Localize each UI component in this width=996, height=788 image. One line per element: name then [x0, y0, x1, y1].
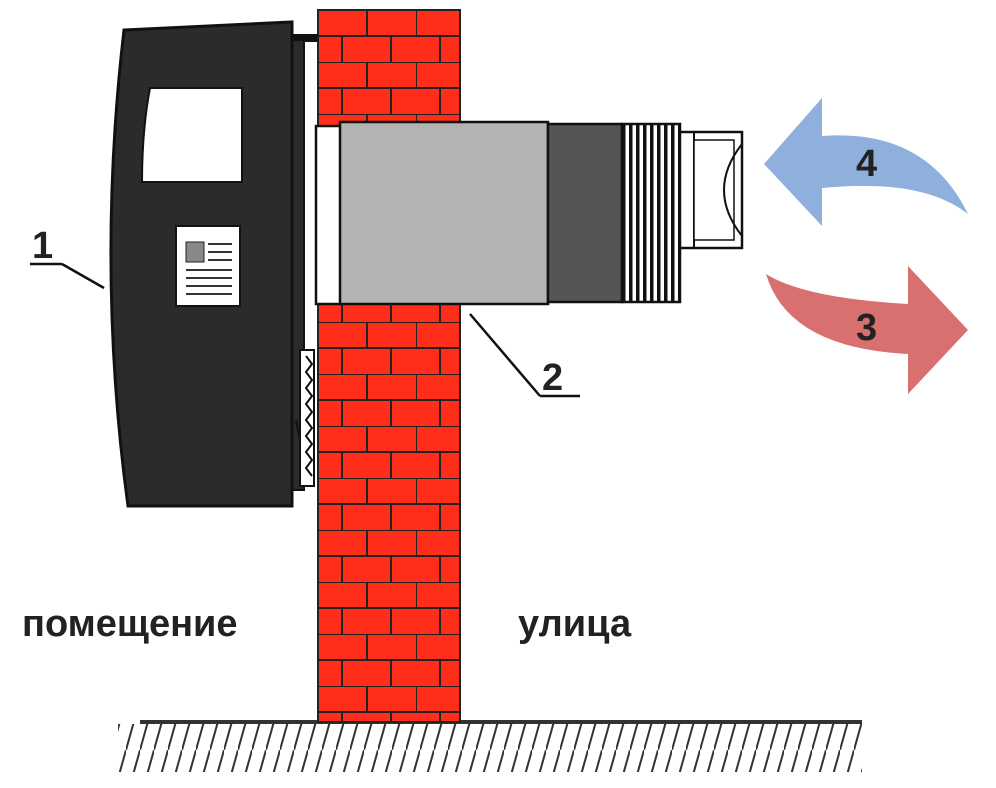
zone-indoor: помещение: [22, 603, 238, 645]
brick-wall: [317, 9, 461, 723]
leader-line-1: [30, 262, 105, 290]
mounting-bracket: [295, 349, 315, 487]
leader-line-2: [469, 313, 580, 398]
arrow-right-icon: [766, 266, 968, 394]
label-exhaust-arrow: 4: [856, 143, 877, 185]
label-duct: 2: [542, 357, 563, 399]
label-unit: 1: [32, 225, 53, 267]
zone-outdoor: улица: [518, 603, 632, 645]
arrow-left-icon: [764, 98, 968, 226]
ventilation-unit: [109, 20, 318, 508]
label-supply-arrow: 3: [856, 307, 877, 349]
duct: [314, 120, 744, 306]
document-icon: [175, 225, 241, 307]
ground: [118, 720, 862, 772]
